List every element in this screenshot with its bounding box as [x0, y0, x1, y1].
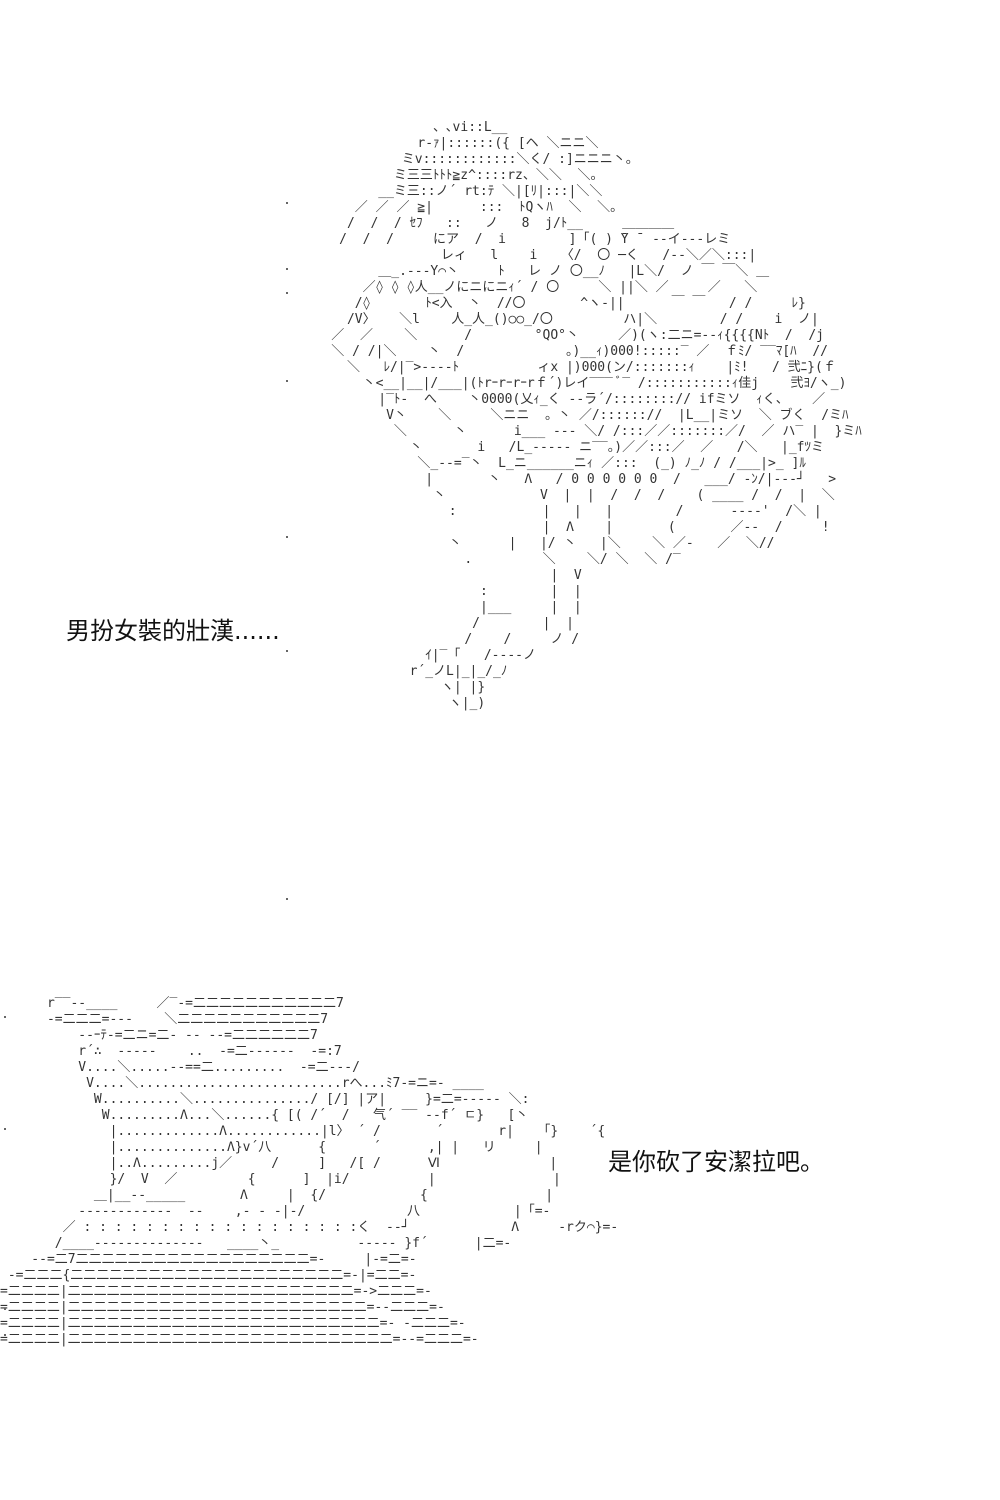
margin-dot — [286, 650, 288, 652]
margin-dot — [4, 1308, 6, 1310]
margin-dot — [4, 1334, 6, 1336]
margin-dot — [4, 1016, 6, 1018]
margin-dot — [286, 898, 288, 900]
ascii-art-throne: r‾‾‐‐____ ／‾‐=二二二二二二二二二二二7 ‐=二二二=‐‐‐ ＼二二… — [0, 996, 619, 1347]
margin-dot — [286, 202, 288, 204]
ascii-art-figure: 、､vi::L__ r‐ｧ|::::::({ [ヘ ＼ニニ＼ ミv:::::::… — [331, 120, 862, 711]
caption-crossdressing-man: 男扮女裝的壯漢...... — [66, 617, 280, 645]
margin-dot — [286, 536, 288, 538]
caption-accusation: 是你砍了安潔拉吧。 — [608, 1148, 824, 1176]
margin-dot — [4, 1128, 6, 1130]
margin-dot — [286, 268, 288, 270]
margin-dot — [286, 292, 288, 294]
margin-dot — [286, 380, 288, 382]
